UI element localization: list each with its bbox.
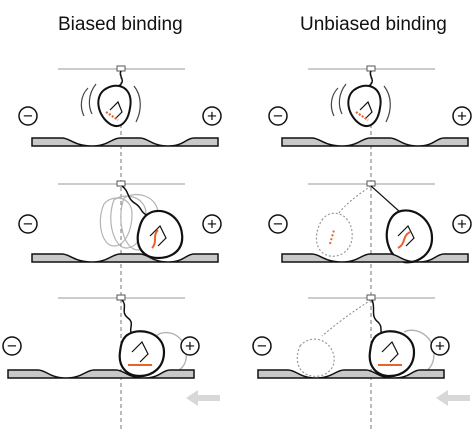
plus-sign: + [207,107,217,126]
panel-biased-row1: − + [18,65,222,147]
plus-sign: + [207,215,217,234]
minus-sign: − [23,215,33,234]
panel-biased-row2: − + [18,180,222,263]
title-biased: Biased binding [58,14,183,35]
plus-sign: + [435,337,445,356]
left-arrow-icon [186,390,220,406]
panel-unbiased-row1: − + [268,65,472,147]
panel-unbiased-row2: − + [268,180,472,264]
minus-sign: − [257,337,267,356]
minus-sign: − [273,107,283,126]
plus-sign: + [457,215,467,234]
title-unbiased: Unbiased binding [300,14,447,35]
minus-sign: − [23,107,33,126]
plus-sign: + [457,107,467,126]
left-arrow-icon [436,390,470,406]
panel-biased-row3: − + [2,294,220,406]
plus-sign: + [185,337,195,356]
panel-unbiased-row3: − + [252,294,470,406]
minus-sign: − [7,337,17,356]
minus-sign: − [273,215,283,234]
